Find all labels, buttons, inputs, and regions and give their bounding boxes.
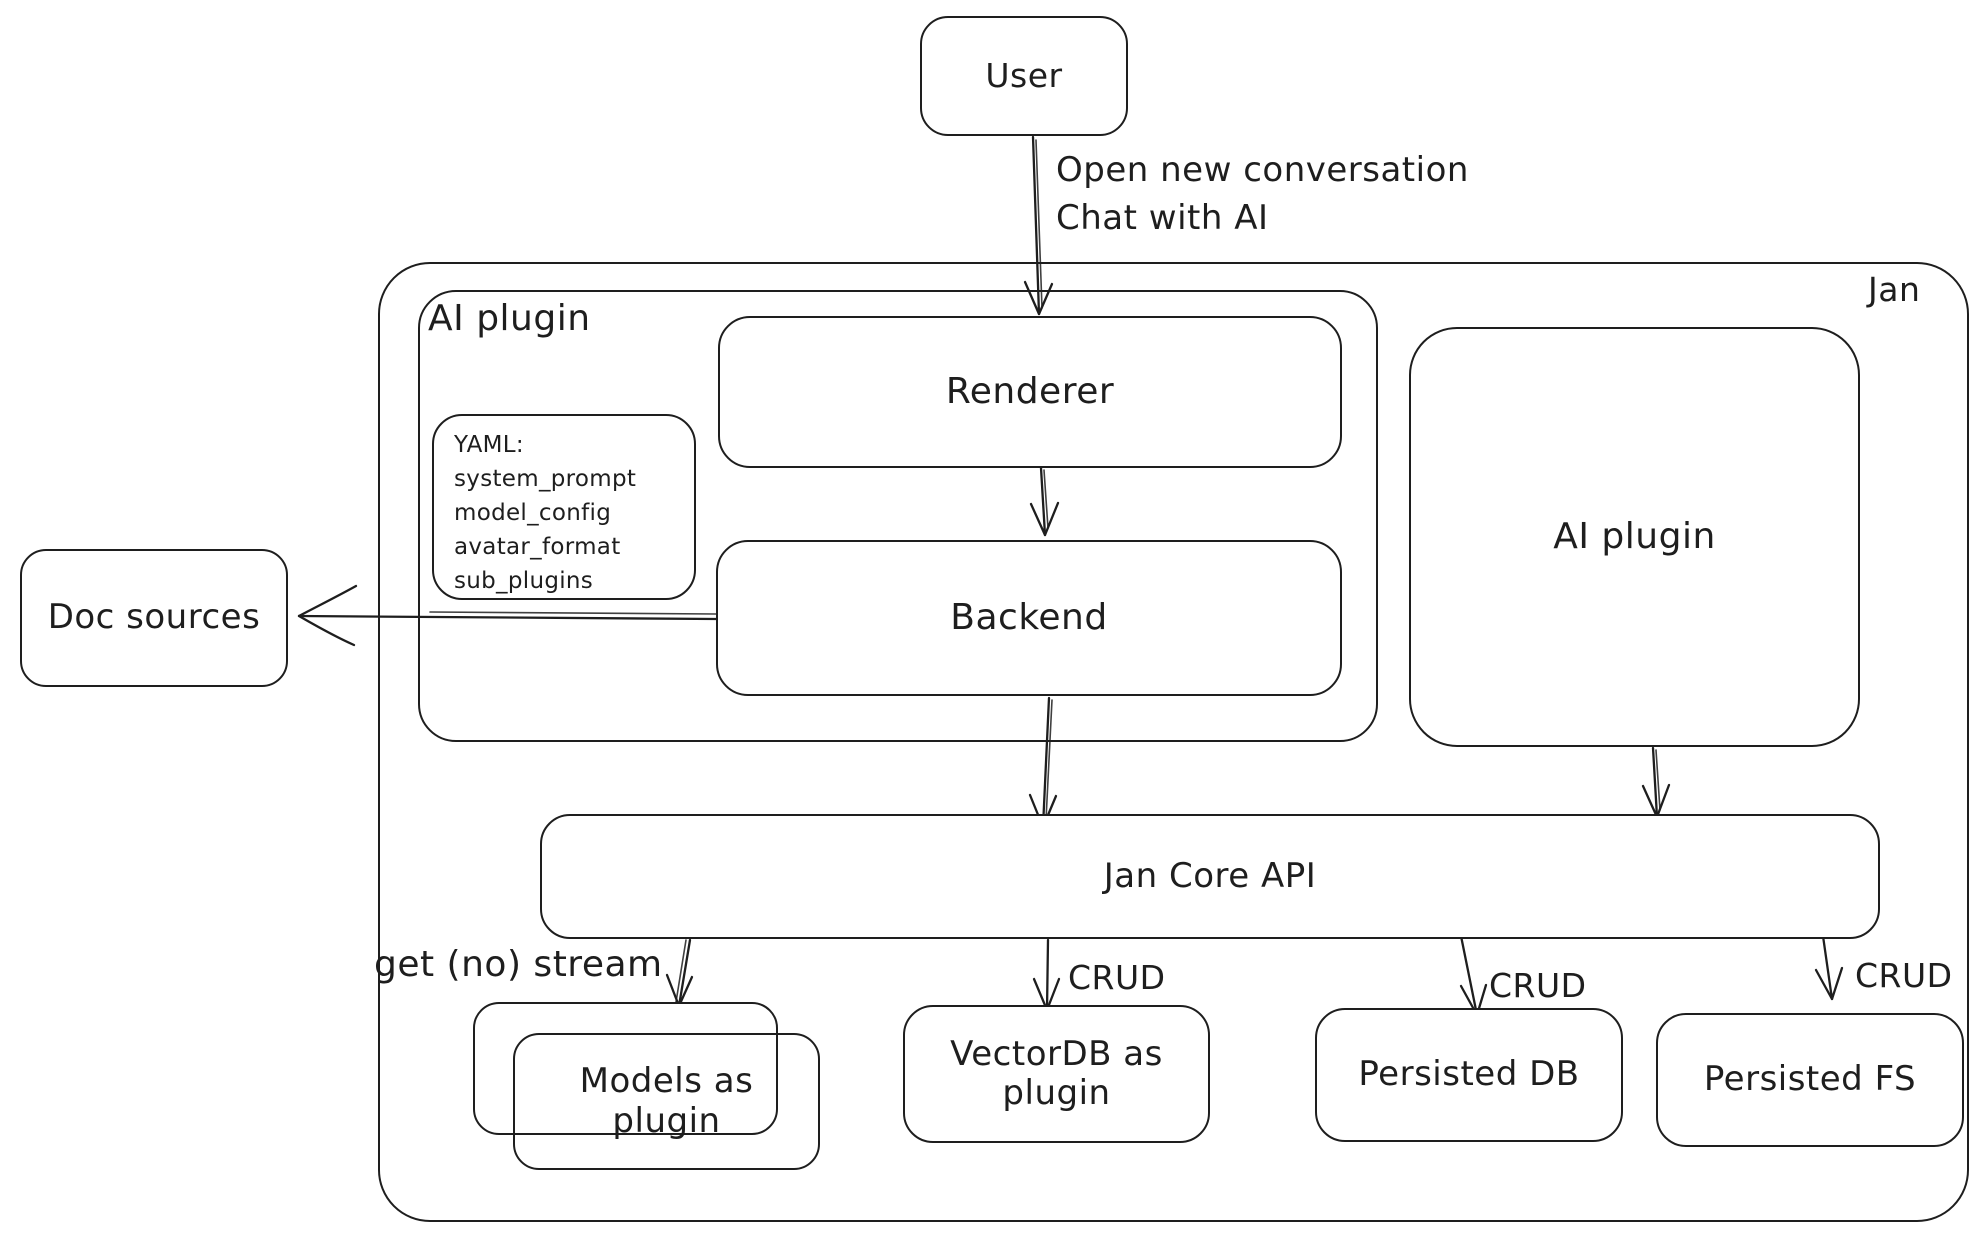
jan-core-api-node: Jan Core API — [540, 814, 1880, 939]
yaml-line: system_prompt — [454, 466, 637, 493]
ai-plugin-group-label: AI plugin — [428, 298, 591, 339]
backend-node: Backend — [716, 540, 1342, 696]
doc-sources-node: Doc sources — [20, 549, 288, 687]
get-no-stream-label: get (no) stream — [374, 944, 663, 985]
models-as-plugin-node: Models as plugin — [513, 1033, 820, 1170]
models-as-plugin-back-box — [473, 1002, 778, 1135]
crud-label-vectordb: CRUD — [1068, 958, 1166, 997]
user-node: User — [920, 16, 1128, 136]
crud-label-persisted-fs: CRUD — [1855, 956, 1953, 995]
ai-plugin-node: AI plugin — [1409, 327, 1860, 747]
jan-container-box — [378, 262, 1969, 1222]
yaml-line: sub_plugins — [454, 568, 594, 595]
yaml-note: YAML: system_prompt model_config avatar_… — [432, 414, 696, 600]
vectordb-as-plugin-node: VectorDB as plugin — [903, 1005, 1210, 1143]
crud-label-persisted-db: CRUD — [1489, 966, 1587, 1005]
ai-plugin-group-box — [418, 290, 1378, 742]
renderer-node: Renderer — [718, 316, 1342, 468]
yaml-line: avatar_format — [454, 534, 621, 561]
user-action-label-line2: Chat with AI — [1056, 198, 1269, 238]
persisted-db-node: Persisted DB — [1315, 1008, 1623, 1142]
persisted-fs-node: Persisted FS — [1656, 1013, 1964, 1147]
yaml-line: YAML: — [454, 432, 524, 458]
yaml-line: model_config — [454, 500, 612, 527]
jan-container-label: Jan — [1868, 270, 1921, 309]
user-action-label-line1: Open new conversation — [1056, 150, 1469, 190]
